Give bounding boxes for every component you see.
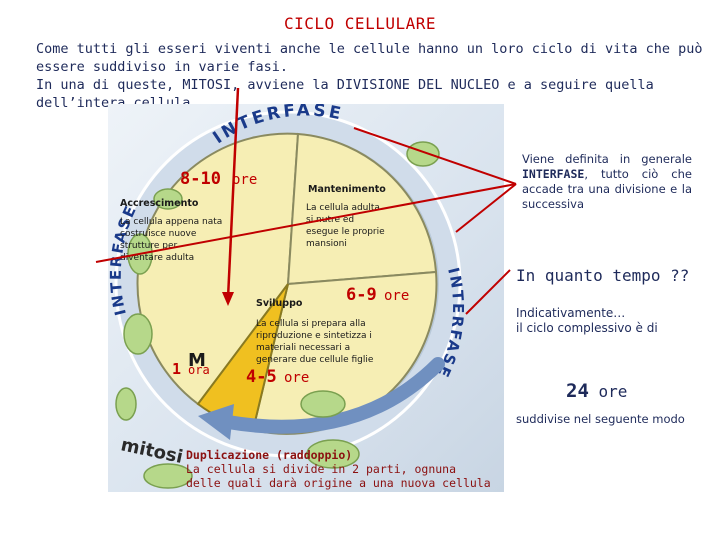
mantenimento-text: La cellula adulta si nutre ed esegue le …	[306, 203, 388, 249]
mitosi-pointer-line	[226, 87, 240, 299]
accrescimento-title: Accrescimento	[120, 198, 199, 209]
interfase-pointer-right-low	[465, 269, 511, 315]
subdivided-text: suddivise nel seguente modo	[516, 412, 685, 426]
cell-top-right	[406, 141, 440, 167]
page-title: CICLO CELLULARE	[284, 14, 436, 33]
definition-suffix: , tutto ciò che accade tra una divisione…	[522, 167, 692, 211]
indicatively-text: Indicativamente… il ciclo complessivo è …	[516, 306, 658, 336]
phase-4-5-hours-unit: ore	[284, 370, 309, 386]
accrescimento-hours-value: 8-10	[180, 169, 221, 189]
definition-prefix: Viene definita in generale	[522, 152, 692, 166]
divisione-nucleo-keyword: DIVISIONE DEL NUCLEO	[336, 77, 500, 93]
interfase-pointer-top	[353, 127, 517, 185]
interfase-definition: Viene definita in generale INTERFASE, tu…	[522, 152, 692, 212]
intro-text: Come tutti gli esseri viventi anche le c…	[36, 40, 716, 112]
mitosi-hours-unit: ora	[188, 363, 210, 377]
mitosi-arrow-body	[221, 357, 445, 434]
mitosi-pointer-arrowhead	[222, 292, 234, 306]
interfase-pointer-left	[95, 183, 517, 263]
mitosi-arrow-head	[198, 404, 234, 440]
cell-left-bottom	[115, 387, 137, 421]
indicatively-line-1: Indicativamente…	[516, 306, 626, 320]
cell-cycle-figure: INTERFASE INTERFASE INTERFASE mitosi M 8…	[108, 104, 504, 492]
phase-4-5-hours-value: 4-5	[246, 367, 277, 387]
how-long-question: In quanto tempo ??	[516, 266, 690, 285]
sviluppo-text: La cellula si prepara alla riproduzione …	[256, 319, 375, 365]
intro-line-1: Come tutti gli esseri viventi anche le c…	[36, 41, 703, 75]
sviluppo-hours-unit: ore	[384, 288, 409, 304]
cell-left-lower	[123, 313, 153, 355]
mantenimento-title: Mantenimento	[308, 184, 386, 195]
cell-top-left	[153, 188, 183, 210]
sector-mantenimento	[286, 132, 438, 286]
duplicazione-box: Duplicazione (raddoppio) La cellula si d…	[186, 448, 496, 490]
mitosi-keyword: MITOSI	[182, 77, 232, 93]
total-unit: ore	[598, 382, 628, 401]
cell-cycle-diagram: INTERFASE INTERFASE INTERFASE mitosi M 8…	[108, 104, 465, 489]
intro-prefix: In una di queste,	[36, 77, 175, 93]
intro-mid: , avviene la	[231, 77, 329, 93]
m-label: M	[188, 350, 206, 371]
cell-bottom-2	[306, 439, 360, 469]
duplicazione-title: Duplicazione (raddoppio)	[186, 448, 353, 462]
total-value: 24	[566, 380, 589, 402]
accrescimento-text: La cellula appena nata costruisce nuove …	[120, 217, 225, 263]
cell-bottom-1	[300, 390, 346, 418]
mitosi-hours-value: 1	[172, 360, 181, 378]
indicatively-line-2: il ciclo complessivo è di	[516, 321, 658, 335]
definition-keyword: INTERFASE	[522, 167, 585, 181]
sviluppo-title: Sviluppo	[256, 298, 303, 309]
cell-bottom-left	[143, 463, 193, 489]
sviluppo-hours-value: 6-9	[346, 285, 377, 305]
accrescimento-hours-unit: ore	[232, 172, 257, 188]
duplicazione-text: La cellula si divide in 2 parti, ognuna …	[186, 462, 491, 490]
interfase-pointer-right	[455, 183, 517, 233]
total-duration: 24 ore	[566, 380, 627, 402]
